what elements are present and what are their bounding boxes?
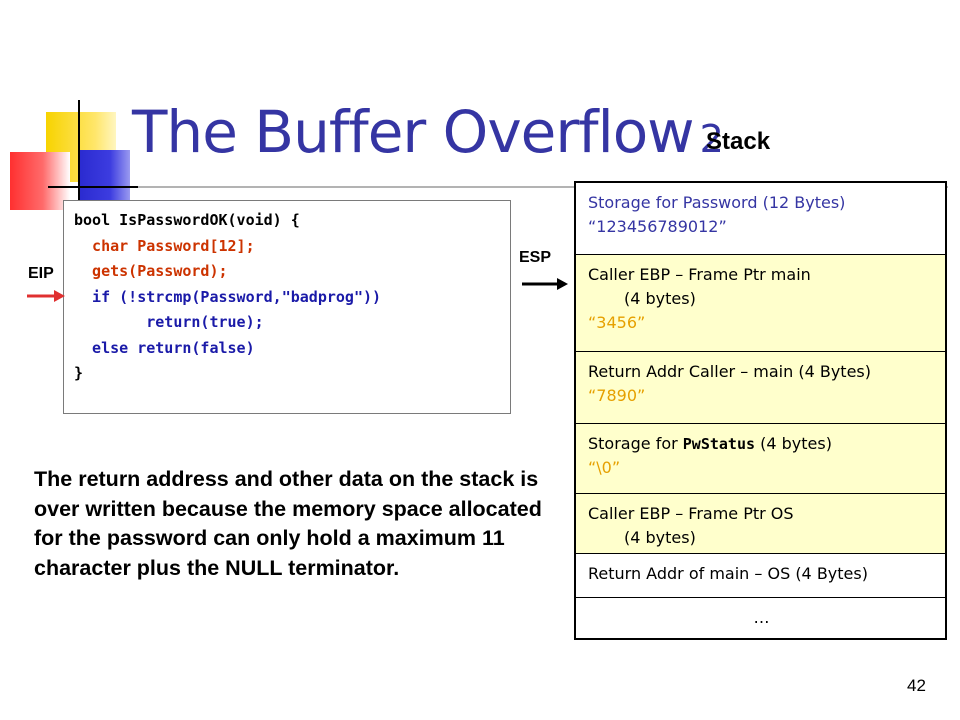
stack-row-value: “123456789012” bbox=[588, 217, 727, 236]
stack-row-label-code: PwStatus bbox=[682, 435, 756, 453]
stack-row-value: “7890” bbox=[588, 386, 646, 405]
code-box: bool IsPasswordOK(void) { char Password[… bbox=[63, 200, 511, 414]
stack-row-label: … bbox=[753, 608, 770, 627]
stack-row-label: Return Addr of main – OS (4 Bytes) bbox=[588, 564, 868, 583]
decor-vertical-line bbox=[78, 100, 80, 200]
black-arrow-right-icon bbox=[522, 278, 568, 290]
stack-row-caller-ebp-main: Caller EBP – Frame Ptr main (4 bytes) “3… bbox=[576, 255, 945, 352]
stack-row-label-pre: Storage for bbox=[588, 434, 683, 453]
slide-title-number: 2 bbox=[699, 117, 724, 161]
code-line: return(true); bbox=[74, 313, 264, 331]
stack-row-value: “\0” bbox=[588, 458, 621, 477]
stack-row-value: “3456” bbox=[588, 313, 646, 332]
stack-row-return-addr-os: Return Addr of main – OS (4 Bytes) bbox=[576, 554, 945, 598]
code-line: bool IsPasswordOK(void) { bbox=[74, 211, 300, 229]
esp-label: ESP bbox=[519, 249, 552, 266]
decor-red-square bbox=[10, 152, 70, 210]
stack-row-ellipsis: … bbox=[576, 598, 945, 638]
stack-row-caller-ebp-os: Caller EBP – Frame Ptr OS (4 bytes) bbox=[576, 494, 945, 554]
eip-label: EIP bbox=[28, 265, 54, 282]
code-line: char Password[12]; bbox=[74, 236, 255, 255]
stack-row-label-2: (4 bytes) bbox=[624, 289, 696, 308]
stack-row-label-post: (4 bytes) bbox=[755, 434, 832, 453]
code-line: gets(Password); bbox=[74, 262, 228, 280]
stack-heading: Stack bbox=[706, 128, 771, 155]
stack-row-label: Caller EBP – Frame Ptr OS bbox=[588, 504, 794, 523]
stack-row-password: Storage for Password (12 Bytes) “1234567… bbox=[576, 183, 945, 255]
stack-row-label-2: (4 bytes) bbox=[624, 528, 696, 547]
code-line: } bbox=[74, 364, 84, 382]
stack-table: Storage for Password (12 Bytes) “1234567… bbox=[574, 181, 947, 640]
page-number: 42 bbox=[907, 676, 926, 695]
title-underline-accent bbox=[48, 186, 138, 188]
code-line: if (!strcmp(Password,"badprog")) bbox=[74, 287, 382, 306]
title-underline bbox=[48, 186, 948, 188]
code-line: else return(false) bbox=[74, 338, 255, 357]
stack-row-label: Return Addr Caller – main (4 Bytes) bbox=[588, 362, 871, 381]
description-text: The return address and other data on the… bbox=[34, 467, 542, 580]
stack-row-label: Caller EBP – Frame Ptr main bbox=[588, 265, 811, 284]
stack-row-label: Storage for PwStatus (4 bytes) bbox=[588, 432, 935, 456]
stack-row-pwstatus: Storage for PwStatus (4 bytes) “\0” bbox=[576, 424, 945, 494]
red-arrow-right-icon bbox=[27, 290, 65, 302]
stack-row-label: Storage for Password (12 Bytes) bbox=[588, 193, 846, 212]
slide-title-text: The Buffer Overflow bbox=[132, 98, 695, 166]
stack-row-return-addr-main: Return Addr Caller – main (4 Bytes) “789… bbox=[576, 352, 945, 424]
